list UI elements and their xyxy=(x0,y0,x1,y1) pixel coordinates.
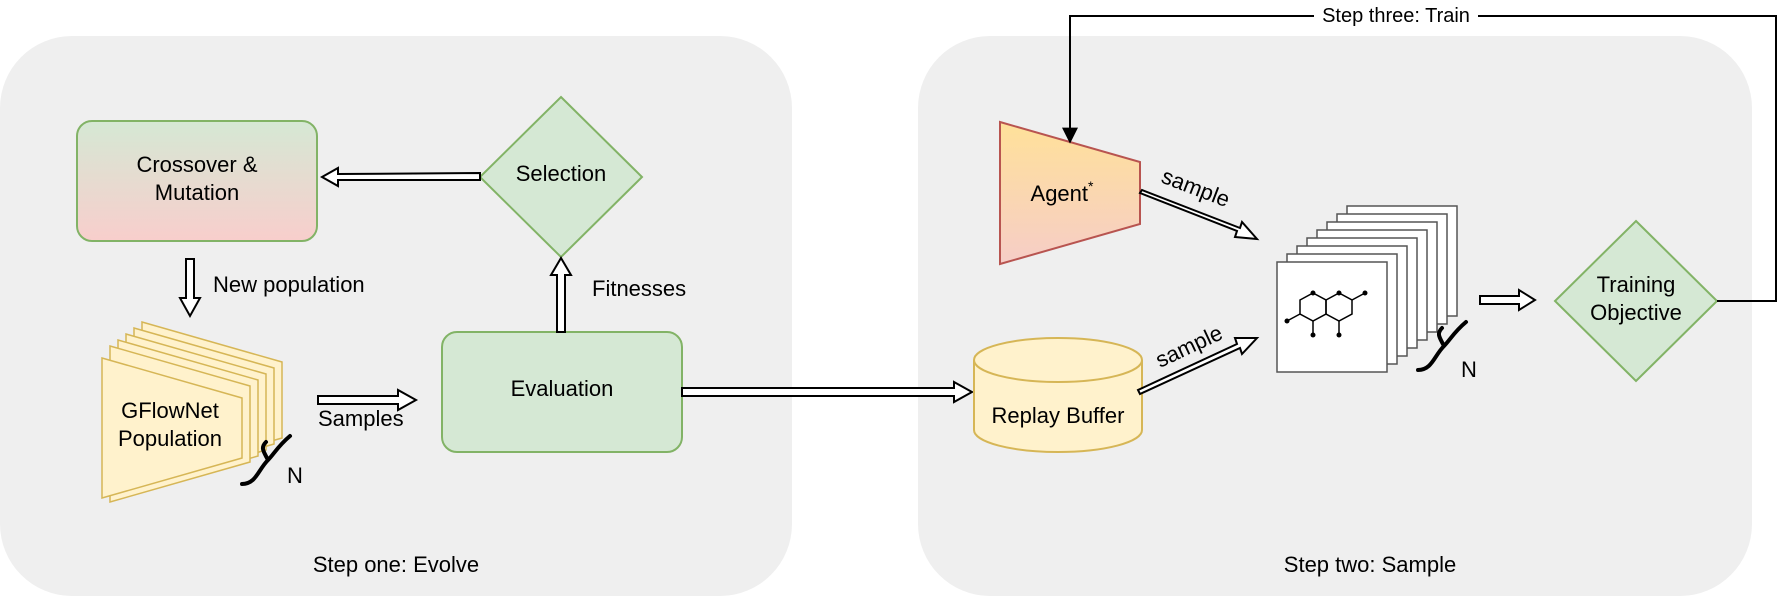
samples-count-label: N xyxy=(1461,357,1477,382)
panel-sample-caption: Step two: Sample xyxy=(1284,552,1456,577)
agent-label: Agent* xyxy=(1031,178,1095,206)
agent-label-superscript: * xyxy=(1088,178,1094,194)
arrow-agent-sample xyxy=(1138,188,1260,241)
objective-label-line2: Objective xyxy=(1590,300,1682,325)
arrow-evaluation-to-buffer xyxy=(681,380,975,404)
selection-label: Selection xyxy=(516,161,607,186)
crossover-label-line1: Crossover & xyxy=(136,152,257,177)
arrow-new-population xyxy=(178,258,202,319)
population-label-line2: Population xyxy=(118,426,222,451)
population-count-label: N xyxy=(287,463,303,488)
molecule-atoms xyxy=(1284,290,1368,338)
replay-buffer-label: Replay Buffer xyxy=(992,403,1125,428)
arrow-samples xyxy=(317,388,419,412)
population-brace xyxy=(240,434,292,486)
agent-trapezoid xyxy=(999,120,1141,266)
crossover-mutation-box xyxy=(76,120,318,242)
fitnesses-label: Fitnesses xyxy=(592,276,686,301)
crossover-label-line2: Mutation xyxy=(155,180,239,205)
evaluation-label: Evaluation xyxy=(511,376,614,401)
train-loop-label: Step three: Train xyxy=(1322,5,1470,27)
train-loop-label-bg xyxy=(1314,2,1478,28)
samples-stack xyxy=(1276,205,1458,373)
training-objective-diamond xyxy=(1553,219,1719,383)
replay-buffer-cylinder xyxy=(973,337,1143,453)
population-label-line1: GFlowNet xyxy=(121,398,219,423)
population-stack xyxy=(101,321,283,503)
arrow-to-objective xyxy=(1479,288,1537,312)
samples-brace xyxy=(1416,320,1468,372)
samples-label: Samples xyxy=(318,406,404,431)
objective-label-line1: Training xyxy=(1597,272,1676,297)
new-population-label: New population xyxy=(213,272,365,297)
arrow-fitnesses xyxy=(549,256,573,333)
agent-label-main: Agent xyxy=(1031,181,1089,206)
panel-evolve-caption: Step one: Evolve xyxy=(313,552,479,577)
arrow-selection-to-crossover xyxy=(319,166,481,188)
arrow-buffer-sample xyxy=(1136,337,1260,396)
train-loop-edge xyxy=(1062,15,1777,302)
